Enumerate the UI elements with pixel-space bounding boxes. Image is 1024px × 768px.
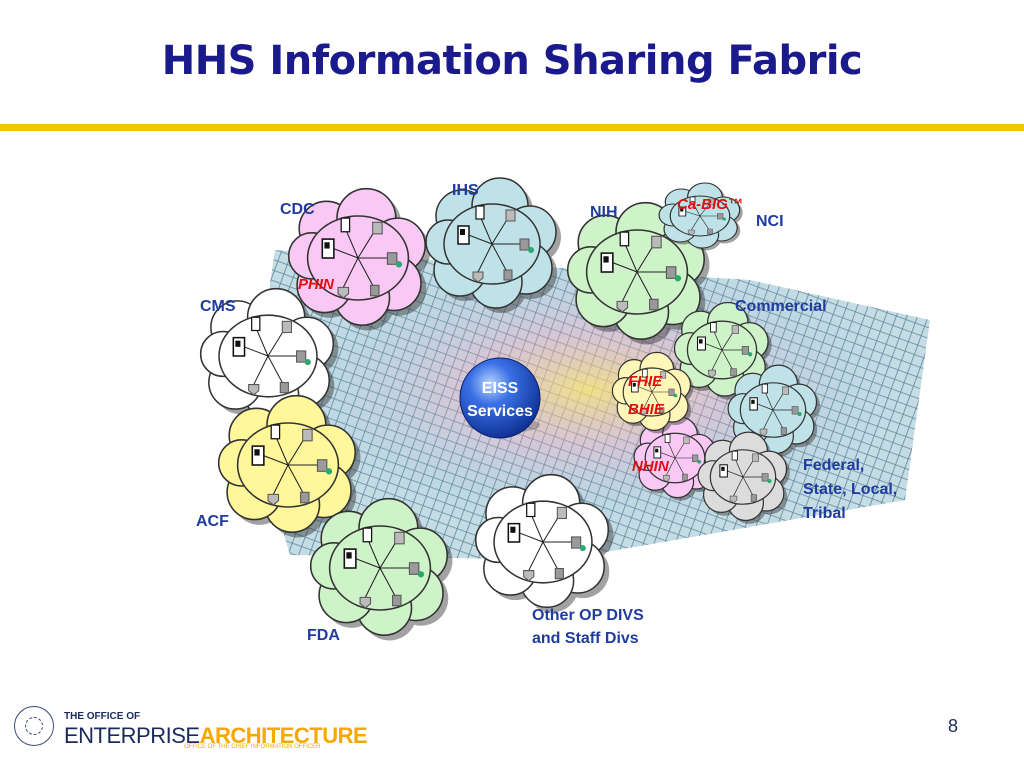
logo-enterprise: ENTERPRISE — [64, 723, 200, 748]
label-nhin: NHIN — [632, 458, 670, 475]
label-cabig: Ca-BIG™ — [677, 196, 743, 213]
logo-architecture: ARCHITECTURE — [199, 723, 368, 748]
label-phin: PHIN — [298, 276, 335, 293]
eiss-services-hub: EISS Services — [459, 357, 541, 439]
label-cms: CMS — [200, 298, 236, 315]
cloud-nci — [658, 182, 743, 251]
logo-subtitle: OFFICE OF THE CHIEF INFORMATION OFFICER — [184, 744, 321, 750]
label-nci: NCI — [756, 213, 784, 230]
enterprise-architecture-logo: THE OFFICE OF ENTERPRISEARCHITECTURE OFF… — [14, 702, 368, 752]
page-number: 8 — [948, 716, 959, 736]
label-bhie: BHIE — [628, 401, 665, 418]
label-federal-line3: Tribal — [803, 505, 846, 522]
label-federal-line1: Federal, — [803, 457, 864, 474]
logo-office-of: THE OFFICE OF — [64, 711, 141, 722]
label-fda: FDA — [307, 627, 340, 644]
eiss-label-line1: EISS — [482, 380, 519, 397]
label-cdc: CDC — [280, 201, 315, 218]
label-other-line2: and Staff Divs — [532, 630, 639, 647]
label-nih: NIH — [590, 204, 618, 221]
label-fhie: FHIE — [628, 373, 663, 390]
slide-title: HHS Information Sharing Fabric — [161, 38, 863, 84]
label-ihs: IHS — [452, 182, 479, 199]
info-sharing-diagram: EISS Services CDC PHIN IHS NIH Ca-BIG™ N… — [196, 177, 930, 647]
label-federal-line2: State, Local, — [803, 481, 897, 498]
label-acf: ACF — [196, 513, 229, 530]
label-other-line1: Other OP DIVS — [532, 607, 644, 624]
title-divider — [0, 124, 1024, 131]
cloud-ihs — [425, 177, 561, 313]
hhs-seal-icon — [14, 706, 54, 746]
eiss-label-line2: Services — [467, 403, 533, 420]
label-commercial: Commercial — [735, 298, 827, 315]
logo-enterprise-architecture: ENTERPRISEARCHITECTURE — [64, 723, 368, 749]
